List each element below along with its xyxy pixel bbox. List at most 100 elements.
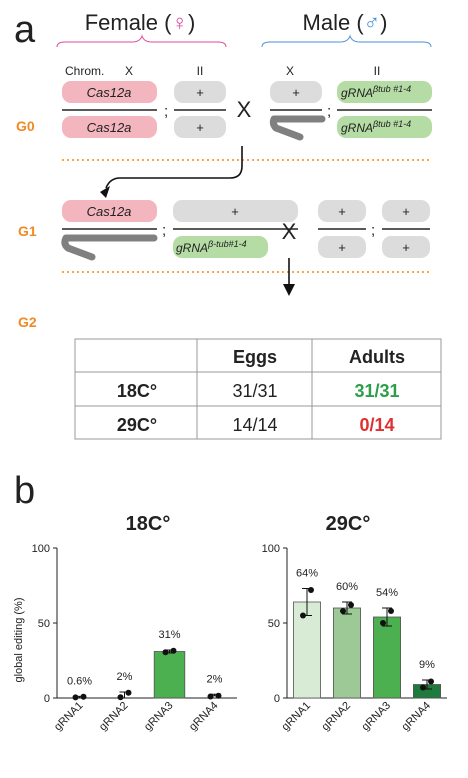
table-row-temp: 18C° bbox=[117, 381, 157, 401]
col-x-male: X bbox=[286, 64, 294, 78]
g0-male-semicolon: ; bbox=[327, 103, 331, 120]
data-point bbox=[215, 692, 222, 699]
table-row-adults: 31/31 bbox=[354, 381, 399, 401]
value-label: 2% bbox=[117, 671, 133, 683]
male-brace bbox=[261, 34, 432, 48]
chart-18c: 0 50 100 0.6% gRNA1 2% gRNA2 31% gRNA3 2% gRNA4 bbox=[32, 543, 237, 733]
category-label: gRNA4 bbox=[400, 700, 434, 734]
table-row-adults: 0/14 bbox=[359, 415, 394, 435]
data-point bbox=[162, 649, 169, 656]
y-tick-label: 100 bbox=[262, 543, 280, 555]
g1-semicolon-2: ; bbox=[371, 222, 375, 239]
col-ii-male: II bbox=[374, 64, 381, 78]
arrow-g0-g1 bbox=[105, 146, 243, 189]
g0-male-x-top-label: + bbox=[292, 85, 300, 100]
results-table: Eggs Adults 18C° 31/31 31/31 29C° 14/14 … bbox=[74, 338, 442, 440]
male-header: Male (♂) bbox=[303, 10, 388, 35]
value-label: 0.6% bbox=[67, 675, 92, 687]
table-row-eggs: 14/14 bbox=[232, 415, 277, 435]
data-point bbox=[388, 608, 394, 614]
y-axis-label: global editing (%) bbox=[13, 598, 25, 683]
g0-female-semicolon: ; bbox=[164, 103, 168, 120]
g0-male-x-top bbox=[270, 81, 322, 103]
g0-male-ii-bottom bbox=[337, 116, 432, 138]
table-header-eggs: Eggs bbox=[233, 347, 277, 367]
g0-male-y-chromosome bbox=[269, 115, 326, 141]
female-brace bbox=[56, 34, 227, 48]
data-point bbox=[117, 694, 124, 701]
category-label: gRNA1 bbox=[52, 700, 86, 734]
bar bbox=[372, 616, 401, 699]
data-point bbox=[80, 693, 87, 700]
data-point bbox=[380, 620, 386, 626]
value-label: 60% bbox=[336, 581, 358, 593]
g0-female-x-top bbox=[62, 81, 157, 103]
g0-female-ii-bottom-label: + bbox=[196, 120, 204, 135]
g0-female-ii-top bbox=[174, 81, 226, 103]
data-point bbox=[308, 587, 314, 593]
g0-male-ii-top bbox=[337, 81, 432, 103]
table-border bbox=[74, 338, 442, 440]
panel-a-label: a bbox=[14, 9, 36, 51]
category-label: gRNA2 bbox=[97, 700, 131, 734]
g0-female-ii-top-label: + bbox=[196, 85, 204, 100]
g1-ii-bottom bbox=[173, 236, 268, 258]
g1-semicolon-1: ; bbox=[162, 222, 166, 239]
bar bbox=[332, 607, 361, 699]
col-ii-female: II bbox=[197, 64, 204, 78]
g1-wt-ii-bottom bbox=[382, 236, 430, 258]
g1-label: G1 bbox=[18, 223, 37, 239]
g0-female-x-top-label: Cas12a bbox=[87, 85, 132, 100]
g1-wt-ii-bottom-label: + bbox=[402, 240, 410, 255]
g0-label: G0 bbox=[16, 118, 35, 134]
data-point bbox=[428, 678, 434, 685]
g1-wt-ii-top bbox=[382, 200, 430, 222]
y-tick-label: 100 bbox=[32, 543, 50, 555]
g0-female-ii-bottom bbox=[174, 116, 226, 138]
value-label: 31% bbox=[158, 629, 180, 641]
g2-label: G2 bbox=[18, 314, 37, 330]
g0-female-x-bottom bbox=[62, 116, 157, 138]
table-row-eggs: 31/31 bbox=[232, 381, 277, 401]
chart-18-title: 18C° bbox=[126, 513, 171, 535]
table-header-adults: Adults bbox=[349, 347, 405, 367]
category-label: gRNA3 bbox=[360, 700, 394, 734]
table-row-temp: 29C° bbox=[117, 415, 157, 435]
arrow-g1-g2-head bbox=[283, 284, 295, 296]
panel-b-label: b bbox=[14, 470, 35, 512]
y-tick-label: 0 bbox=[274, 693, 280, 705]
category-label: gRNA4 bbox=[187, 700, 221, 734]
arrow-g0-g1-head bbox=[100, 186, 110, 198]
data-point bbox=[170, 647, 177, 654]
bar bbox=[153, 651, 186, 699]
g0-male-ii-top-label: gRNAβtub #1-4 bbox=[341, 84, 411, 100]
g1-cross-symbol: X bbox=[282, 219, 297, 244]
category-label: gRNA3 bbox=[142, 700, 176, 734]
data-point bbox=[207, 693, 214, 700]
bar bbox=[292, 601, 321, 699]
data-point bbox=[420, 684, 426, 691]
y-tick-label: 50 bbox=[38, 618, 50, 630]
value-label: 2% bbox=[207, 673, 223, 685]
g1-y-chromosome bbox=[61, 234, 158, 261]
g1-wt-x-top-label: + bbox=[338, 204, 346, 219]
g1-x-top bbox=[62, 200, 157, 222]
col-x-female: X bbox=[125, 64, 133, 78]
g1-wt-x-bottom bbox=[318, 236, 366, 258]
g1-ii-top bbox=[173, 200, 298, 222]
male-symbol: ♂ bbox=[364, 10, 381, 35]
g1-wt-x-bottom-label: + bbox=[338, 240, 346, 255]
category-label: gRNA2 bbox=[320, 700, 354, 734]
y-tick-label: 0 bbox=[44, 693, 50, 705]
g1-ii-bottom-label: gRNAβ-tub#1-4 bbox=[176, 239, 247, 255]
female-header: Female (♀) bbox=[85, 10, 196, 35]
g1-ii-top-label: + bbox=[231, 204, 239, 219]
chart-29-title: 29C° bbox=[326, 513, 371, 535]
data-point bbox=[348, 602, 354, 608]
g0-male-ii-bottom-label: gRNAβtub #1-4 bbox=[341, 119, 411, 135]
value-label: 54% bbox=[376, 587, 398, 599]
y-tick-label: 50 bbox=[268, 618, 280, 630]
g1-x-top-label: Cas12a bbox=[87, 204, 132, 219]
g1-wt-x-top bbox=[318, 200, 366, 222]
